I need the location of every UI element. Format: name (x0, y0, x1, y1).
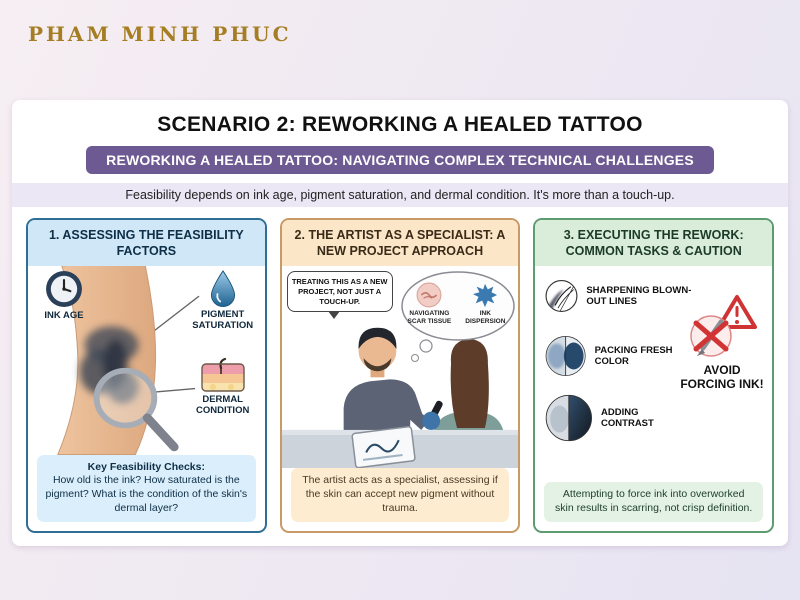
droplet-icon (210, 270, 235, 307)
packing-color-icon (545, 336, 586, 376)
panel2-body: TREATING THIS AS A NEW PROJECT, NOT JUST… (281, 266, 519, 469)
design-tablet (351, 425, 416, 469)
banner-headline: REWORKING A HEALED TATTOO: NAVIGATING CO… (86, 146, 714, 174)
artist-hair (358, 327, 397, 349)
factor-label-pigment-saturation: PIGMENT SATURATION (192, 309, 254, 331)
warning-label: AVOID FORCING INK! (680, 363, 764, 391)
skin-layers-icon (200, 358, 245, 392)
task-label-contrast: ADDING CONTRAST (601, 406, 654, 429)
factor-pigment-saturation: PIGMENT SATURATION (185, 270, 261, 332)
panel2-title: 2. THE ARTIST AS A SPECIALIST: A NEW PRO… (281, 220, 519, 266)
factor-label-dermal-condition: DERMAL CONDITION (196, 394, 250, 416)
thought-label-scar-tissue: NAVIGATING SCAR TISSUE (407, 310, 452, 325)
clock-icon (46, 271, 82, 307)
factor-label-ink-age: INK AGE (44, 310, 84, 321)
adding-contrast-icon (546, 394, 593, 442)
main-card: SCENARIO 2: REWORKING A HEALED TATTOO RE… (12, 100, 788, 546)
panel3-footer-text: Attempting to force ink into overworked … (555, 488, 753, 515)
warning-block: AVOID FORCING INK! (676, 294, 768, 392)
task-sharpening-lines: SHARPENING BLOWN-OUT LINES (545, 272, 693, 320)
warning-no-forcing-icon (690, 295, 758, 357)
panels-row: 1. ASSESSING THE FEASIBILITY FACTORS (12, 207, 788, 546)
panel3-footer: Attempting to force ink into overworked … (544, 482, 764, 522)
tattooed-arm-illustration (57, 266, 200, 455)
panel3-body: SHARPENING BLOWN-OUT LINES (535, 266, 772, 482)
panel-assessing-feasibility: 1. ASSESSING THE FEASIBILITY FACTORS (26, 218, 267, 533)
panel-executing-rework: 3. EXECUTING THE REWORK: COMMON TASKS & … (533, 218, 775, 533)
thought-items: NAVIGATING SCAR TISSUE INK DISPERSION (404, 282, 510, 326)
panel-artist-specialist: 2. THE ARTIST AS A SPECIALIST: A NEW PRO… (279, 218, 521, 533)
client-hair (450, 338, 489, 428)
ink-dispersion-icon (473, 283, 498, 308)
panel1-footer: Key Feasibility Checks: How old is the i… (37, 454, 256, 522)
task-adding-contrast: ADDING CONTRAST (545, 394, 693, 442)
artist-head (358, 331, 397, 371)
scar-tissue-icon (416, 282, 442, 308)
panel1-body: INK AGE PIGMENT SATURATION (28, 266, 265, 455)
thought-item-scar-tissue: NAVIGATING SCAR TISSUE (404, 282, 454, 326)
sharpen-lines-icon (545, 280, 578, 312)
task-packing-color: PACKING FRESH COLOR (545, 332, 693, 380)
panel3-title: 3. EXECUTING THE REWORK: COMMON TASKS & … (535, 220, 773, 266)
speech-bubble: TREATING THIS AS A NEW PROJECT, NOT JUST… (286, 271, 393, 320)
panel1-footer-title: Key Feasibility Checks: (87, 460, 205, 473)
artist-consultation-illustration (281, 327, 519, 469)
panel1-footer-text: How old is the ink? How saturated is the… (45, 474, 248, 515)
factor-ink-age: INK AGE (36, 270, 92, 322)
subtitle-text: Feasibility depends on ink age, pigment … (12, 183, 788, 207)
factor-dermal-condition: DERMAL CONDITION (183, 358, 263, 417)
task-label-sharpening: SHARPENING BLOWN-OUT LINES (586, 284, 692, 307)
thought-item-ink-dispersion: INK DISPERSION (460, 282, 510, 326)
gloved-hand (421, 411, 440, 430)
artist-beard (363, 358, 392, 372)
panel1-title: 1. ASSESSING THE FEASIBILITY FACTORS (28, 220, 265, 266)
panel2-footer: The artist acts as a specialist, assessi… (290, 468, 510, 522)
panel2-footer-text: The artist acts as a specialist, assessi… (302, 474, 498, 515)
task-label-packing: PACKING FRESH COLOR (594, 344, 673, 367)
brand-logo: PHAM MINH PHUC (28, 22, 292, 46)
magnifier-icon (93, 367, 179, 452)
page-title: SCENARIO 2: REWORKING A HEALED TATTOO (157, 113, 643, 136)
thought-label-ink-dispersion: INK DISPERSION (465, 310, 506, 325)
